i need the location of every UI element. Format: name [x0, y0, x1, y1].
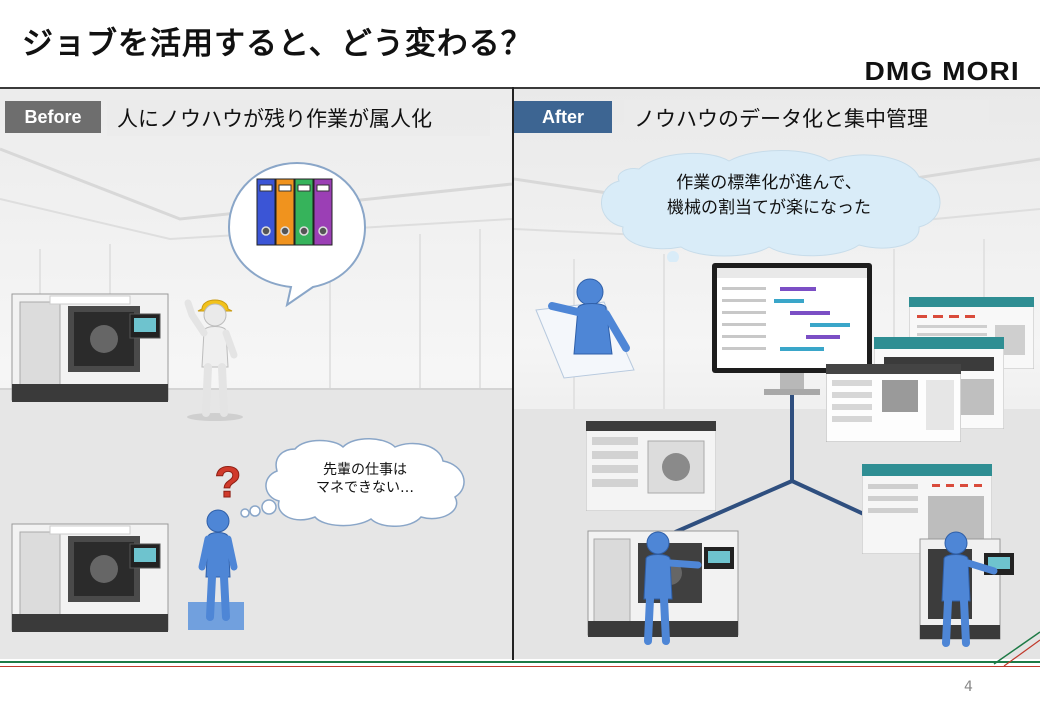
cnc-lathe-machine	[11, 293, 169, 402]
cnc-lathe-machine-2	[11, 523, 169, 632]
before-tag: Before	[5, 101, 101, 133]
corner-accent	[993, 631, 1040, 667]
page-number: 4	[964, 679, 973, 695]
thought-bubble	[240, 438, 465, 527]
bottom-rule-green	[0, 661, 1040, 663]
slide-title: ジョブを活用すると、どう変わる？	[22, 26, 533, 62]
after-panel: After ノウハウのデータ化と集中管理 作業の標準化が進んで、 機械の割当てが…	[514, 89, 1040, 659]
app-screenshot-3	[826, 364, 961, 442]
confused-worker-figure	[188, 509, 244, 630]
hard-hat-worker-figure	[184, 299, 243, 421]
dmg-mori-logo: DMG MORI	[864, 56, 1020, 86]
before-panel: Before 人にノウハウが残り作業が属人化	[0, 89, 512, 659]
cnc-machining-center-operator	[919, 531, 1014, 647]
after-heading: ノウハウのデータ化と集中管理	[624, 100, 989, 136]
cloud-bubble-text: 作業の標準化が進んで、 機械の割当てが楽になった	[629, 171, 909, 221]
top-rule	[0, 87, 1040, 89]
binder-icon	[256, 178, 333, 246]
bottom-rule-red	[0, 666, 1040, 667]
manager-figure	[535, 278, 635, 379]
monitor-icon	[712, 263, 872, 395]
question-mark-icon: ?	[214, 458, 242, 504]
cnc-lathe-operator-1	[587, 530, 739, 645]
app-screenshot-4	[586, 421, 716, 511]
cloud-line-1: 作業の標準化が進んで、	[676, 173, 862, 193]
svg-text:?: ?	[215, 458, 242, 503]
thought-bubble-text: 先輩の仕事は マネできない…	[285, 461, 445, 497]
thought-line-2: マネできない…	[316, 480, 414, 496]
panel-divider	[512, 87, 514, 660]
after-tag: After	[514, 101, 612, 133]
cloud-line-2: 機械の割当てが楽になった	[667, 198, 871, 218]
cloud-bubble	[601, 150, 941, 262]
thought-line-1: 先輩の仕事は	[323, 462, 407, 478]
before-heading: 人にノウハウが残り作業が属人化	[107, 100, 490, 136]
